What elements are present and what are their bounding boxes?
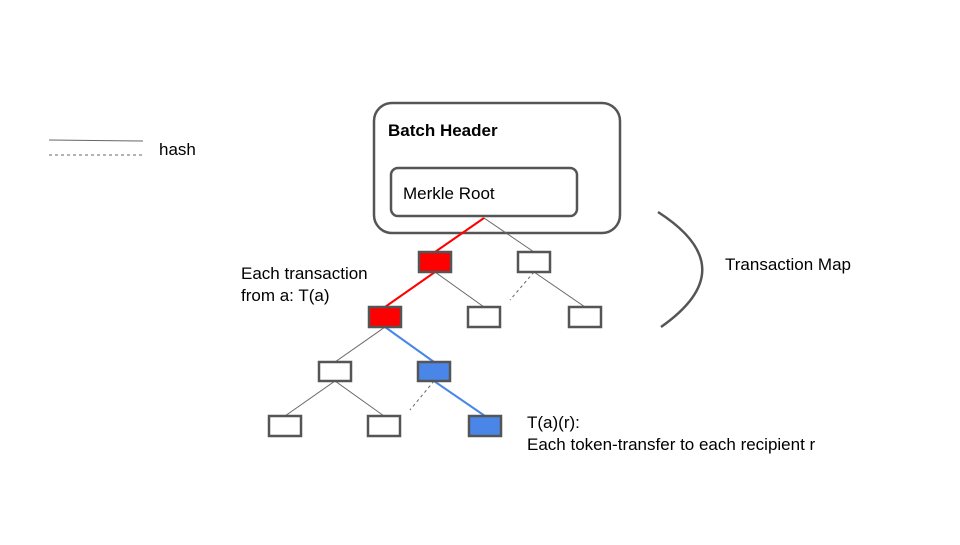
token-transfer-label-line2: Each token-transfer to each recipient r bbox=[527, 435, 816, 454]
edge-1a-to-2b bbox=[434, 271, 485, 308]
blue-edge-3b-to-4c bbox=[433, 380, 486, 417]
red-edge-1a-to-2a bbox=[384, 271, 436, 308]
tree-dashed-edges bbox=[409, 271, 535, 411]
tree-edges bbox=[284, 217, 586, 417]
legend-label: hash bbox=[159, 140, 196, 159]
tree-nodes bbox=[267, 250, 603, 438]
node-white-level3 bbox=[317, 360, 353, 383]
node-white-level2-a bbox=[466, 305, 502, 329]
blue-path bbox=[384, 326, 486, 417]
edge-3a-to-4b bbox=[334, 380, 385, 417]
transaction-map-label: Transaction Map bbox=[725, 255, 851, 274]
node-red-level1 bbox=[417, 250, 453, 274]
legend-solid-line bbox=[48, 139, 144, 142]
edge-2a-to-3a bbox=[334, 326, 386, 363]
red-edge-root-to-1a bbox=[434, 217, 485, 253]
node-red-level2 bbox=[367, 305, 403, 329]
node-white-level4-b bbox=[366, 414, 402, 438]
dashed-edge-1b-to-2a bbox=[509, 271, 535, 301]
node-blue-level4 bbox=[467, 414, 503, 438]
node-white-level1 bbox=[516, 250, 552, 274]
merkle-root-box bbox=[389, 166, 579, 218]
batch-header-title: Batch Header bbox=[388, 121, 498, 140]
merkle-root-label: Merkle Root bbox=[403, 184, 495, 203]
edge-1b-to-2c bbox=[533, 271, 586, 308]
transaction-map-brace bbox=[657, 210, 704, 329]
token-transfer-label-line1: T(a)(r): bbox=[527, 413, 580, 432]
edge-3a-to-4a bbox=[284, 380, 336, 417]
node-white-level2-b bbox=[567, 305, 603, 329]
each-transaction-label-line1: Each transaction bbox=[241, 264, 368, 283]
edge-root-to-node-1b bbox=[483, 217, 535, 253]
red-path bbox=[384, 217, 485, 308]
blue-edge-2a-to-3b bbox=[384, 326, 435, 363]
node-white-level4-a bbox=[267, 414, 303, 438]
dashed-edge-3b-to-4b bbox=[409, 380, 435, 411]
each-transaction-label-line2: from a: T(a) bbox=[241, 286, 330, 305]
node-blue-level3 bbox=[416, 360, 452, 383]
